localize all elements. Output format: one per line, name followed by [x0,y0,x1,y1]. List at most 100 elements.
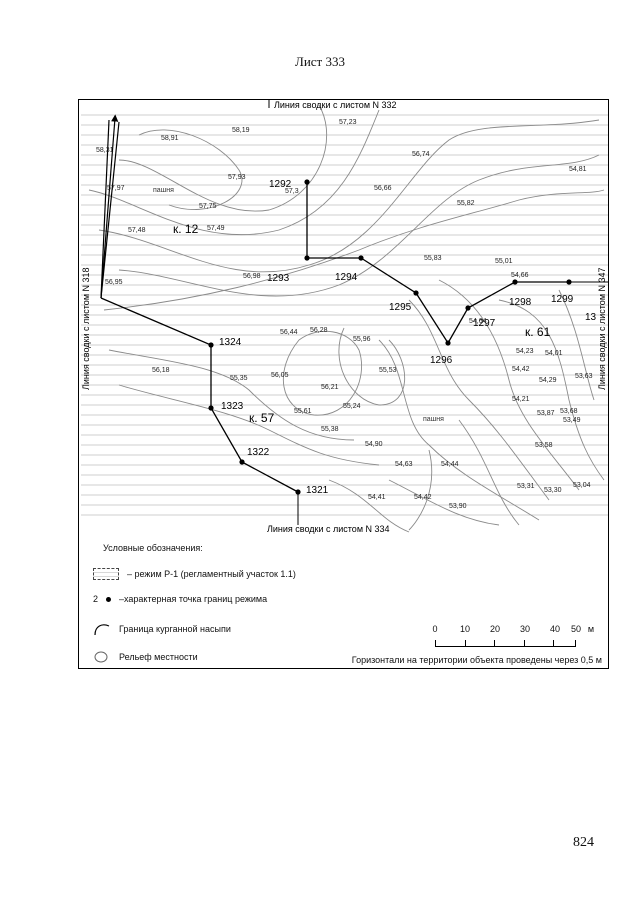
elevation-mark: 54,44 [441,461,459,468]
elevation-mark: 57,48 [128,227,146,234]
elevation-mark: 56,28 [310,327,328,334]
point-number: 1297 [473,318,496,329]
elevation-mark: 56,21 [321,384,339,391]
elevation-mark: 57,97 [107,185,125,192]
elevation-mark: 56,74 [412,151,430,158]
elevation-mark: 54,29 [539,377,557,384]
elevation-mark: 54,41 [368,494,386,501]
boundary-points [208,179,572,495]
elevation-mark: 53,90 [449,503,467,510]
point-number: 1322 [247,447,270,458]
quarter-label: к. 57 [249,411,275,425]
point-number: 1324 [219,337,242,348]
point-number: 1321 [306,485,329,496]
elevation-mark: 58,19 [232,127,250,134]
legend-title: Условные обозначения: [103,543,203,553]
legend-relief-label: Рельеф местности [119,652,198,662]
elevation-mark: 56,44 [280,329,298,336]
elevation-mark: 56,95 [105,279,123,286]
elevation-mark: 53,58 [535,442,553,449]
elevation-mark: 54,90 [365,441,383,448]
elevation-mark: 54,63 [395,461,413,468]
legend-mound-label: Граница курганной насыпи [119,624,231,634]
boundary-point [413,290,419,296]
edge-label-top: Линия сводки с листом N 332 [274,100,397,110]
elevation-mark: 53,30 [544,487,562,494]
scale-unit: м [587,624,595,634]
north-arrow-icon [100,114,120,299]
legend-point-sample: 2 [93,594,99,604]
elevation-mark: 55,82 [457,200,475,207]
scale-tick-label: 30 [519,624,531,634]
elevation-mark: 56,98 [243,273,261,280]
elevation-mark: 53,87 [537,410,555,417]
elevation-mark: 57,93 [228,174,246,181]
elevation-mark: 53,31 [517,483,535,490]
elevation-mark: 54,01 [545,350,563,357]
contour-lines [88,104,605,533]
point-number: 1323 [221,401,244,412]
point-number: 1296 [430,355,453,366]
elevation-mark: 54,66 [511,272,529,279]
boundary-point [512,279,518,285]
boundary-point [566,279,572,285]
scale-tick-label: 20 [489,624,501,634]
elevation-mark: 58,91 [161,135,179,142]
elevation-mark: 54,81 [569,166,587,173]
point-number: 1299 [551,294,574,305]
elevation-mark: 55,96 [353,336,371,343]
elevation-mark: 58,31 [96,147,114,154]
boundary-point [295,489,301,495]
elevation-mark: 55,83 [424,255,442,262]
legend-regime: – режим Р-1 (регламентный участок 1.1) [93,568,296,580]
relief-icon [94,651,108,663]
legend-point: 2 –характерная точка границ режима [93,594,267,604]
map-frame: Линия сводки с листом N 332 Линия сводки… [78,99,609,669]
elevation-mark: 55,35 [230,375,248,382]
elevation-mark: 54,21 [512,396,530,403]
boundary-point [208,405,214,411]
boundary-point [208,342,214,348]
elevation-mark: 53,68 [560,408,578,415]
legend-point-label: –характерная точка границ режима [119,594,268,604]
sheet-title: Лист 333 [295,54,345,69]
quarter-label: к. 61 [525,325,551,339]
scale-tick-label: 50 [570,624,582,634]
elevation-mark: 54,42 [512,366,530,373]
quarter-label: к. 12 [173,222,199,236]
elevation-mark: 53,04 [573,482,591,489]
elevation-mark: 57,49 [207,225,225,232]
point-number: 1295 [389,302,412,313]
elevation-mark: 55,38 [321,426,339,433]
elevation-mark: 54,42 [414,494,432,501]
scale-bar: 0 10 20 30 40 50 м [432,624,594,647]
mound-boundary-icon [94,624,110,636]
elevation-mark: 57,3 [285,188,299,195]
elevation-mark: 57,23 [339,119,357,126]
scale-tick-label: 0 [432,624,438,634]
elevation-mark: 56,66 [374,185,392,192]
boundary-point [304,255,310,261]
point-number: 1292 [269,179,292,190]
land-label: пашня [153,187,174,194]
boundary-point [445,340,451,346]
point-number: 1293 [267,273,290,284]
elevation-mark: 55,24 [343,403,361,410]
point-dot-icon [106,596,112,602]
regime-swatch [93,568,119,580]
edge-label-left: Линия сводки с листом N 318 [81,267,91,390]
map-canvas: Линия сводки с листом N 332 Линия сводки… [81,100,608,534]
elevation-mark: 56,18 [152,367,170,374]
scale-tick-label: 10 [459,624,471,634]
elevation-mark: 53,49 [563,417,581,424]
land-label: пашня [423,416,444,423]
boundary-point [304,179,310,185]
elevation-mark: 55,61 [294,408,312,415]
boundary-point [239,459,245,465]
edge-label-right: Линия сводки с листом N 347 [597,267,607,390]
point-number: 1298 [509,297,532,308]
boundary-point [358,255,364,261]
boundary-point [465,305,471,311]
elevation-marks: 58,91 58,19 58,31 57,23 57,97 57,93 57,7… [96,119,593,510]
page-number: 824 [573,835,594,850]
